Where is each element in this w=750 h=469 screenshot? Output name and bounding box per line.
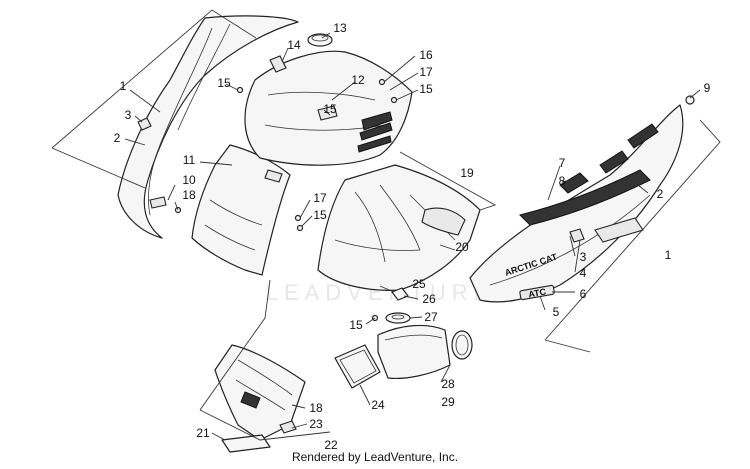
callout-16: 17 — [419, 65, 433, 79]
callout-15-hood-right: 16 — [419, 48, 433, 62]
callout-15-lower: 15 — [349, 318, 363, 332]
callout-15-fascia: 15 — [313, 208, 327, 222]
callout-21: 21 — [196, 426, 210, 440]
callout-2-left: 2 — [114, 131, 121, 145]
hood-dash — [244, 33, 413, 166]
leader-lines — [124, 32, 701, 441]
callout-18-lower: 18 — [309, 401, 323, 415]
callout-27: 27 — [424, 310, 438, 324]
callout-5: 5 — [553, 305, 560, 319]
callout-2-right: 2 — [657, 187, 664, 201]
left-side-panel — [117, 15, 299, 239]
damper-and-clip — [385, 287, 411, 324]
callout-19: 19 — [460, 166, 474, 180]
callout-9: 9 — [704, 81, 711, 95]
callout-11: 11 — [183, 153, 196, 167]
render-credit: Rendered by LeadVenture, Inc. — [291, 450, 459, 464]
group-brackets — [51, 9, 721, 441]
callout-15-hood-mid: 15 — [323, 102, 337, 116]
callout-18-left: 18 — [182, 188, 196, 202]
model-emblem: ATC — [527, 286, 547, 299]
callout-28: 28 — [441, 377, 455, 391]
callout-24: 24 — [371, 398, 385, 412]
callout-3-left: 3 — [125, 108, 132, 122]
callout-1-right: 1 — [665, 248, 672, 262]
callout-29: 29 — [441, 395, 455, 409]
callout-17-fascia: 17 — [313, 191, 327, 205]
callout-25: 25 — [412, 277, 426, 291]
callout-10: 10 — [182, 173, 196, 187]
callout-22: 22 — [324, 438, 338, 452]
callout-6: 6 — [580, 287, 587, 301]
callout-17-hood: 15 — [419, 82, 433, 96]
callout-7: 7 — [559, 156, 566, 170]
callout-26: 26 — [422, 292, 436, 306]
callout-12: 12 — [351, 73, 365, 87]
callout-1-left: 1 — [120, 79, 127, 93]
callout-14: 14 — [287, 38, 301, 52]
callout-20: 20 — [455, 240, 469, 254]
callout-3-right: 3 — [580, 250, 587, 264]
right-side-panel: ARCTIC CAT ATC — [469, 104, 684, 303]
callout-23: 23 — [309, 417, 323, 431]
callout-15-hood-left: 15 — [217, 76, 231, 90]
air-box-shroud — [317, 164, 481, 291]
callout-8: 8 — [559, 174, 566, 188]
front-fascia — [191, 144, 291, 276]
callout-13: 13 — [333, 21, 347, 35]
callout-4: 4 — [580, 266, 587, 280]
callout-labels: 1 3 2 10 18 11 14 13 15 12 15 16 17 15 1… — [114, 21, 711, 452]
